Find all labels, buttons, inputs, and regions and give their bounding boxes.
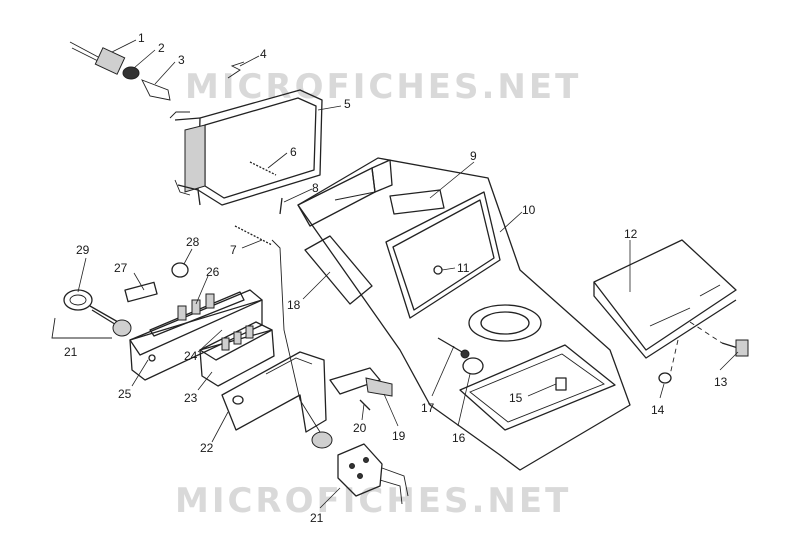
callout-11: 11 [457,261,470,275]
callout-9: 9 [470,149,477,163]
adjust-spring-lower [234,225,273,246]
callout-2: 2 [158,41,165,55]
bolt [433,265,443,275]
callout-26: 26 [206,265,220,279]
callout-7: 7 [230,243,237,257]
watermark-bottom: MICROFICHES.NET [175,481,571,521]
switch-block [199,321,275,387]
callout-16: 16 [452,431,466,445]
callout-28: 28 [186,235,200,249]
washer [658,372,672,384]
cover-plate [593,239,737,359]
switch-decal [124,281,158,303]
switch-bezel-left [129,289,263,381]
callout-22: 22 [200,441,214,455]
grommet [171,262,189,278]
decal-side [304,235,373,305]
long-bolt [437,337,463,353]
callout-19: 19 [392,429,406,443]
callout-1: 1 [138,31,145,45]
callout-6: 6 [290,145,297,159]
callout-21-left: 21 [64,345,78,359]
callout-24: 24 [184,349,198,363]
callout-5: 5 [344,97,351,111]
callout-14: 14 [651,403,665,417]
decal-upper [389,189,445,215]
callout-10: 10 [522,203,536,217]
thumb-screw [721,339,749,357]
ignition-switch [112,319,132,337]
callout-23: 23 [184,391,198,405]
callout-13: 13 [714,375,728,389]
toggle-switch [329,367,393,397]
callout-25: 25 [118,387,132,401]
callout-20: 20 [353,421,367,435]
adjust-spring-upper [249,161,277,176]
callout-12: 12 [624,227,638,241]
wire-harness [271,239,321,433]
callout-17: 17 [421,401,435,415]
plug-cover [462,357,484,375]
callout-3: 3 [178,53,185,67]
callout-29: 29 [76,243,90,257]
callout-labels: 1 2 3 4 5 6 7 8 9 10 11 12 13 14 15 16 1… [64,31,728,525]
callout-27: 27 [114,261,128,275]
callout-21-bottom: 21 [310,511,324,525]
callout-15: 15 [509,391,523,405]
callout-18: 18 [287,298,301,312]
panel-clip [555,377,567,391]
headlight-assembly [169,89,323,206]
wiring-connector [311,431,409,505]
small-screw [359,399,371,411]
screw [279,197,283,215]
watermark-top: MICROFICHES.NET [185,67,581,107]
headlight-plug-bulb [69,41,171,101]
clip-spring [227,61,245,79]
ignition-key [63,289,119,327]
leader-lines [77,39,739,509]
callout-8: 8 [312,181,319,195]
console-panel [297,157,631,471]
mounting-bracket [221,351,327,433]
callout-4: 4 [260,47,267,61]
